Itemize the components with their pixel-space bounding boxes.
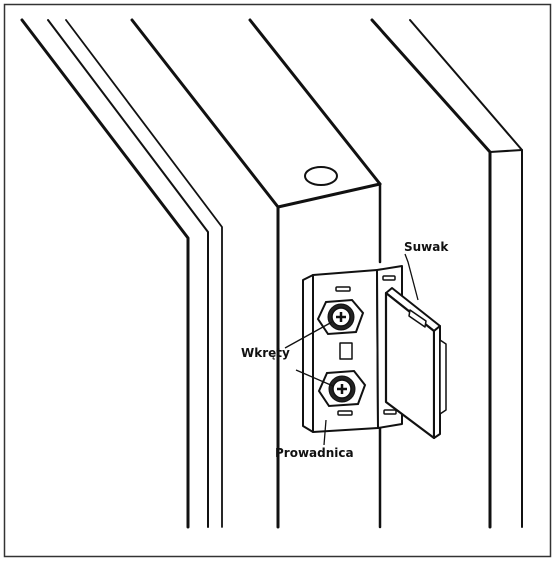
guide-label: Prowadnica [275, 446, 354, 460]
slider-plate [384, 287, 447, 440]
screws-label: Wkręty [241, 346, 290, 360]
slider-label: Suwak [404, 240, 449, 254]
door-slab [276, 182, 382, 529]
right-door-frame [370, 18, 523, 529]
screw-top [316, 298, 365, 336]
left-door-frame [20, 18, 223, 529]
door-top-edges [130, 18, 382, 209]
door-top-hole [304, 166, 338, 186]
screw-bottom [317, 369, 367, 408]
leader-lines [284, 253, 419, 446]
